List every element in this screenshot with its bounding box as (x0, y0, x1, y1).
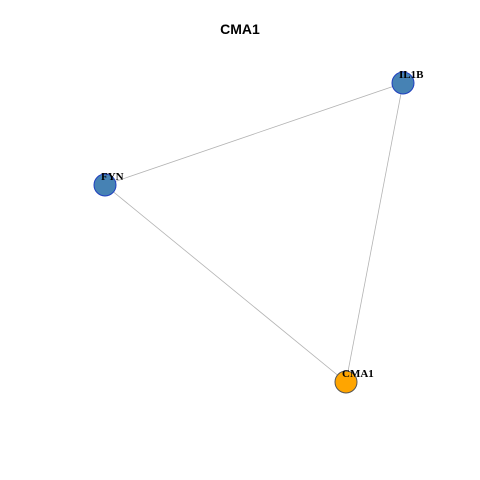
node-cma1 (334, 370, 358, 394)
node-label-il1b: IL1B (399, 69, 424, 81)
edge-fyn-cma1 (104, 184, 347, 383)
edge-fyn-il1b (104, 82, 404, 186)
labels-layer: IL1B FYN CMA1 (101, 69, 424, 380)
nodes-layer (93, 71, 415, 394)
plot-title: CMA1 (220, 21, 260, 37)
edges-layer (104, 82, 404, 383)
node-fyn (93, 173, 117, 197)
node-il1b (391, 71, 415, 95)
node-label-fyn: FYN (101, 171, 124, 183)
edge-il1b-cma1 (345, 82, 404, 383)
node-label-cma1: CMA1 (342, 368, 374, 380)
